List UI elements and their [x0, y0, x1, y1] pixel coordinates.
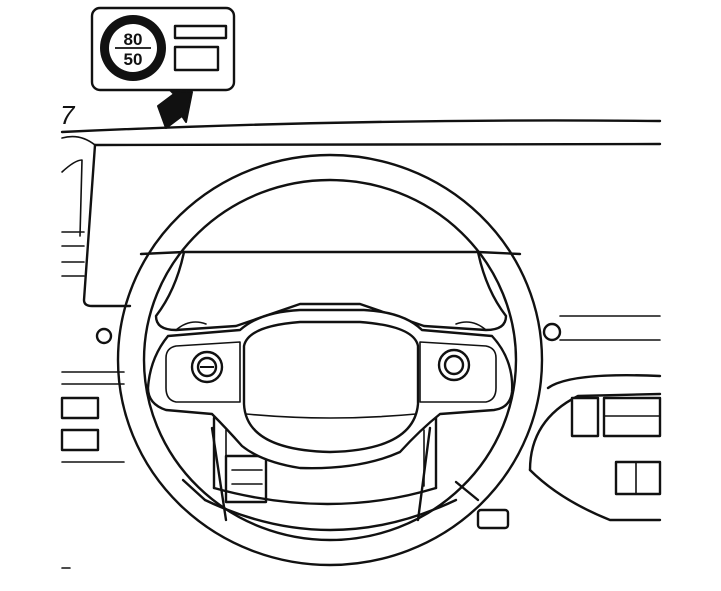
speed-sign-top-value: 80 — [124, 30, 143, 49]
center-console-switch — [614, 460, 662, 496]
hub-seam — [245, 413, 417, 419]
column-bracket — [224, 454, 268, 504]
steering-wheel — [116, 153, 544, 567]
speed-display-callout: 80 50 — [90, 6, 236, 92]
page-mark: 7 — [60, 100, 76, 130]
right-control-dial-inner — [443, 354, 465, 376]
wheel-bottom-section — [203, 498, 458, 532]
left-stalk-knob — [95, 327, 113, 345]
right-button-pad — [419, 341, 497, 403]
info-bar-upper — [173, 24, 228, 40]
left-vent-upper — [60, 396, 100, 420]
wheel-rim-inner — [142, 178, 518, 542]
right-stalk-knob — [542, 322, 562, 342]
upper-spoke — [154, 250, 508, 332]
pointer-arrow-icon — [157, 89, 193, 129]
center-vent-right — [602, 396, 662, 438]
wheel-rim-outer — [116, 153, 544, 567]
ignition-button — [476, 508, 510, 530]
center-vent-left — [570, 396, 600, 438]
speed-sign-bottom-value: 50 — [124, 50, 143, 69]
left-dash-details — [60, 159, 125, 463]
wheel-hub-airbag — [242, 320, 420, 454]
right-dash-details — [476, 315, 662, 530]
left-button-pad — [165, 341, 241, 403]
info-box-lower — [173, 45, 220, 72]
dashboard-top — [60, 119, 662, 147]
lower-spoke-bridge — [212, 486, 438, 506]
instrument-cluster-screen — [82, 143, 132, 308]
left-vent-lower — [60, 428, 100, 452]
